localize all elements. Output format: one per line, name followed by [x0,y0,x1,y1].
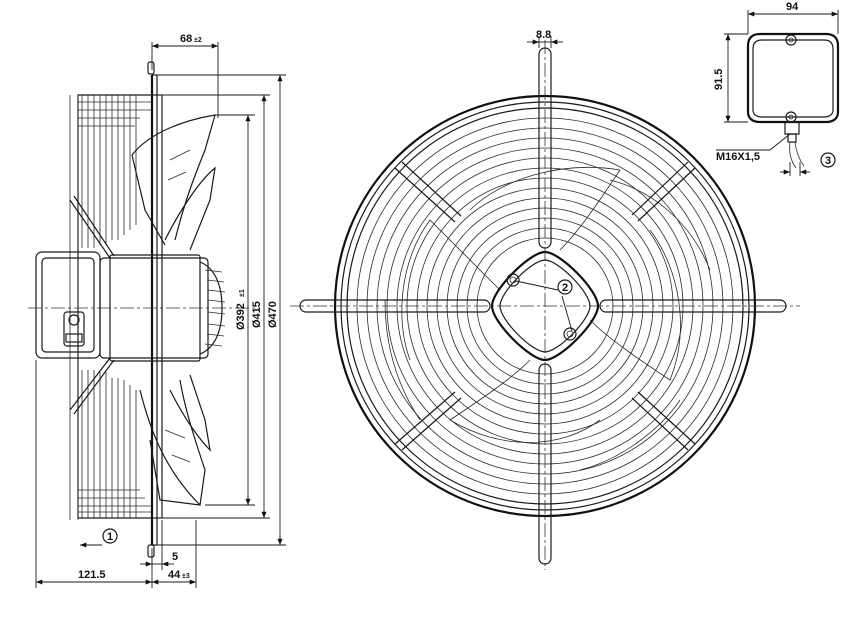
terminal-box-side [35,251,101,359]
dim-ring-dia: Ø415 [251,301,263,328]
dim-top-depth-tol: ±2 [194,37,202,44]
dim-top-depth: 68 [180,33,192,45]
side-view-dimensions: 68 ±2 Ø392 ±1 Ø415 Ø470 121.5 5 [35,33,286,588]
side-view [28,61,260,558]
dim-flange-depth: 44 [168,569,181,581]
blade-outlines [384,167,711,471]
support-struts [69,195,115,415]
front-view: 2 [290,40,800,570]
mounting-ring [147,61,163,558]
dim-box-width: 94 [786,1,799,13]
terminal-box-detail: 94 91.5 M16X1,5 3 [713,1,840,176]
callout-2: 2 [562,282,568,294]
dim-bar-width: 8.8 [536,29,551,41]
dim-guard-dia: Ø470 [267,301,279,328]
dim-offset: 5 [172,551,178,563]
callout-1: 1 [107,531,113,543]
blade-profile [131,114,216,507]
hub-fins [204,269,226,347]
dim-blade-dia: Ø392 [235,303,247,330]
guard-ribs [69,94,153,520]
dim-blade-dia-tol: ±1 [239,289,246,297]
dim-flange-depth-tol: ±3 [182,573,190,580]
callout-3: 3 [825,155,831,167]
dim-overall-depth: 121.5 [78,569,106,581]
bar-width-dimension: 8.8 [527,29,563,48]
cable-gland-label: M16X1,5 [716,151,760,163]
dim-box-height: 91.5 [713,69,725,90]
